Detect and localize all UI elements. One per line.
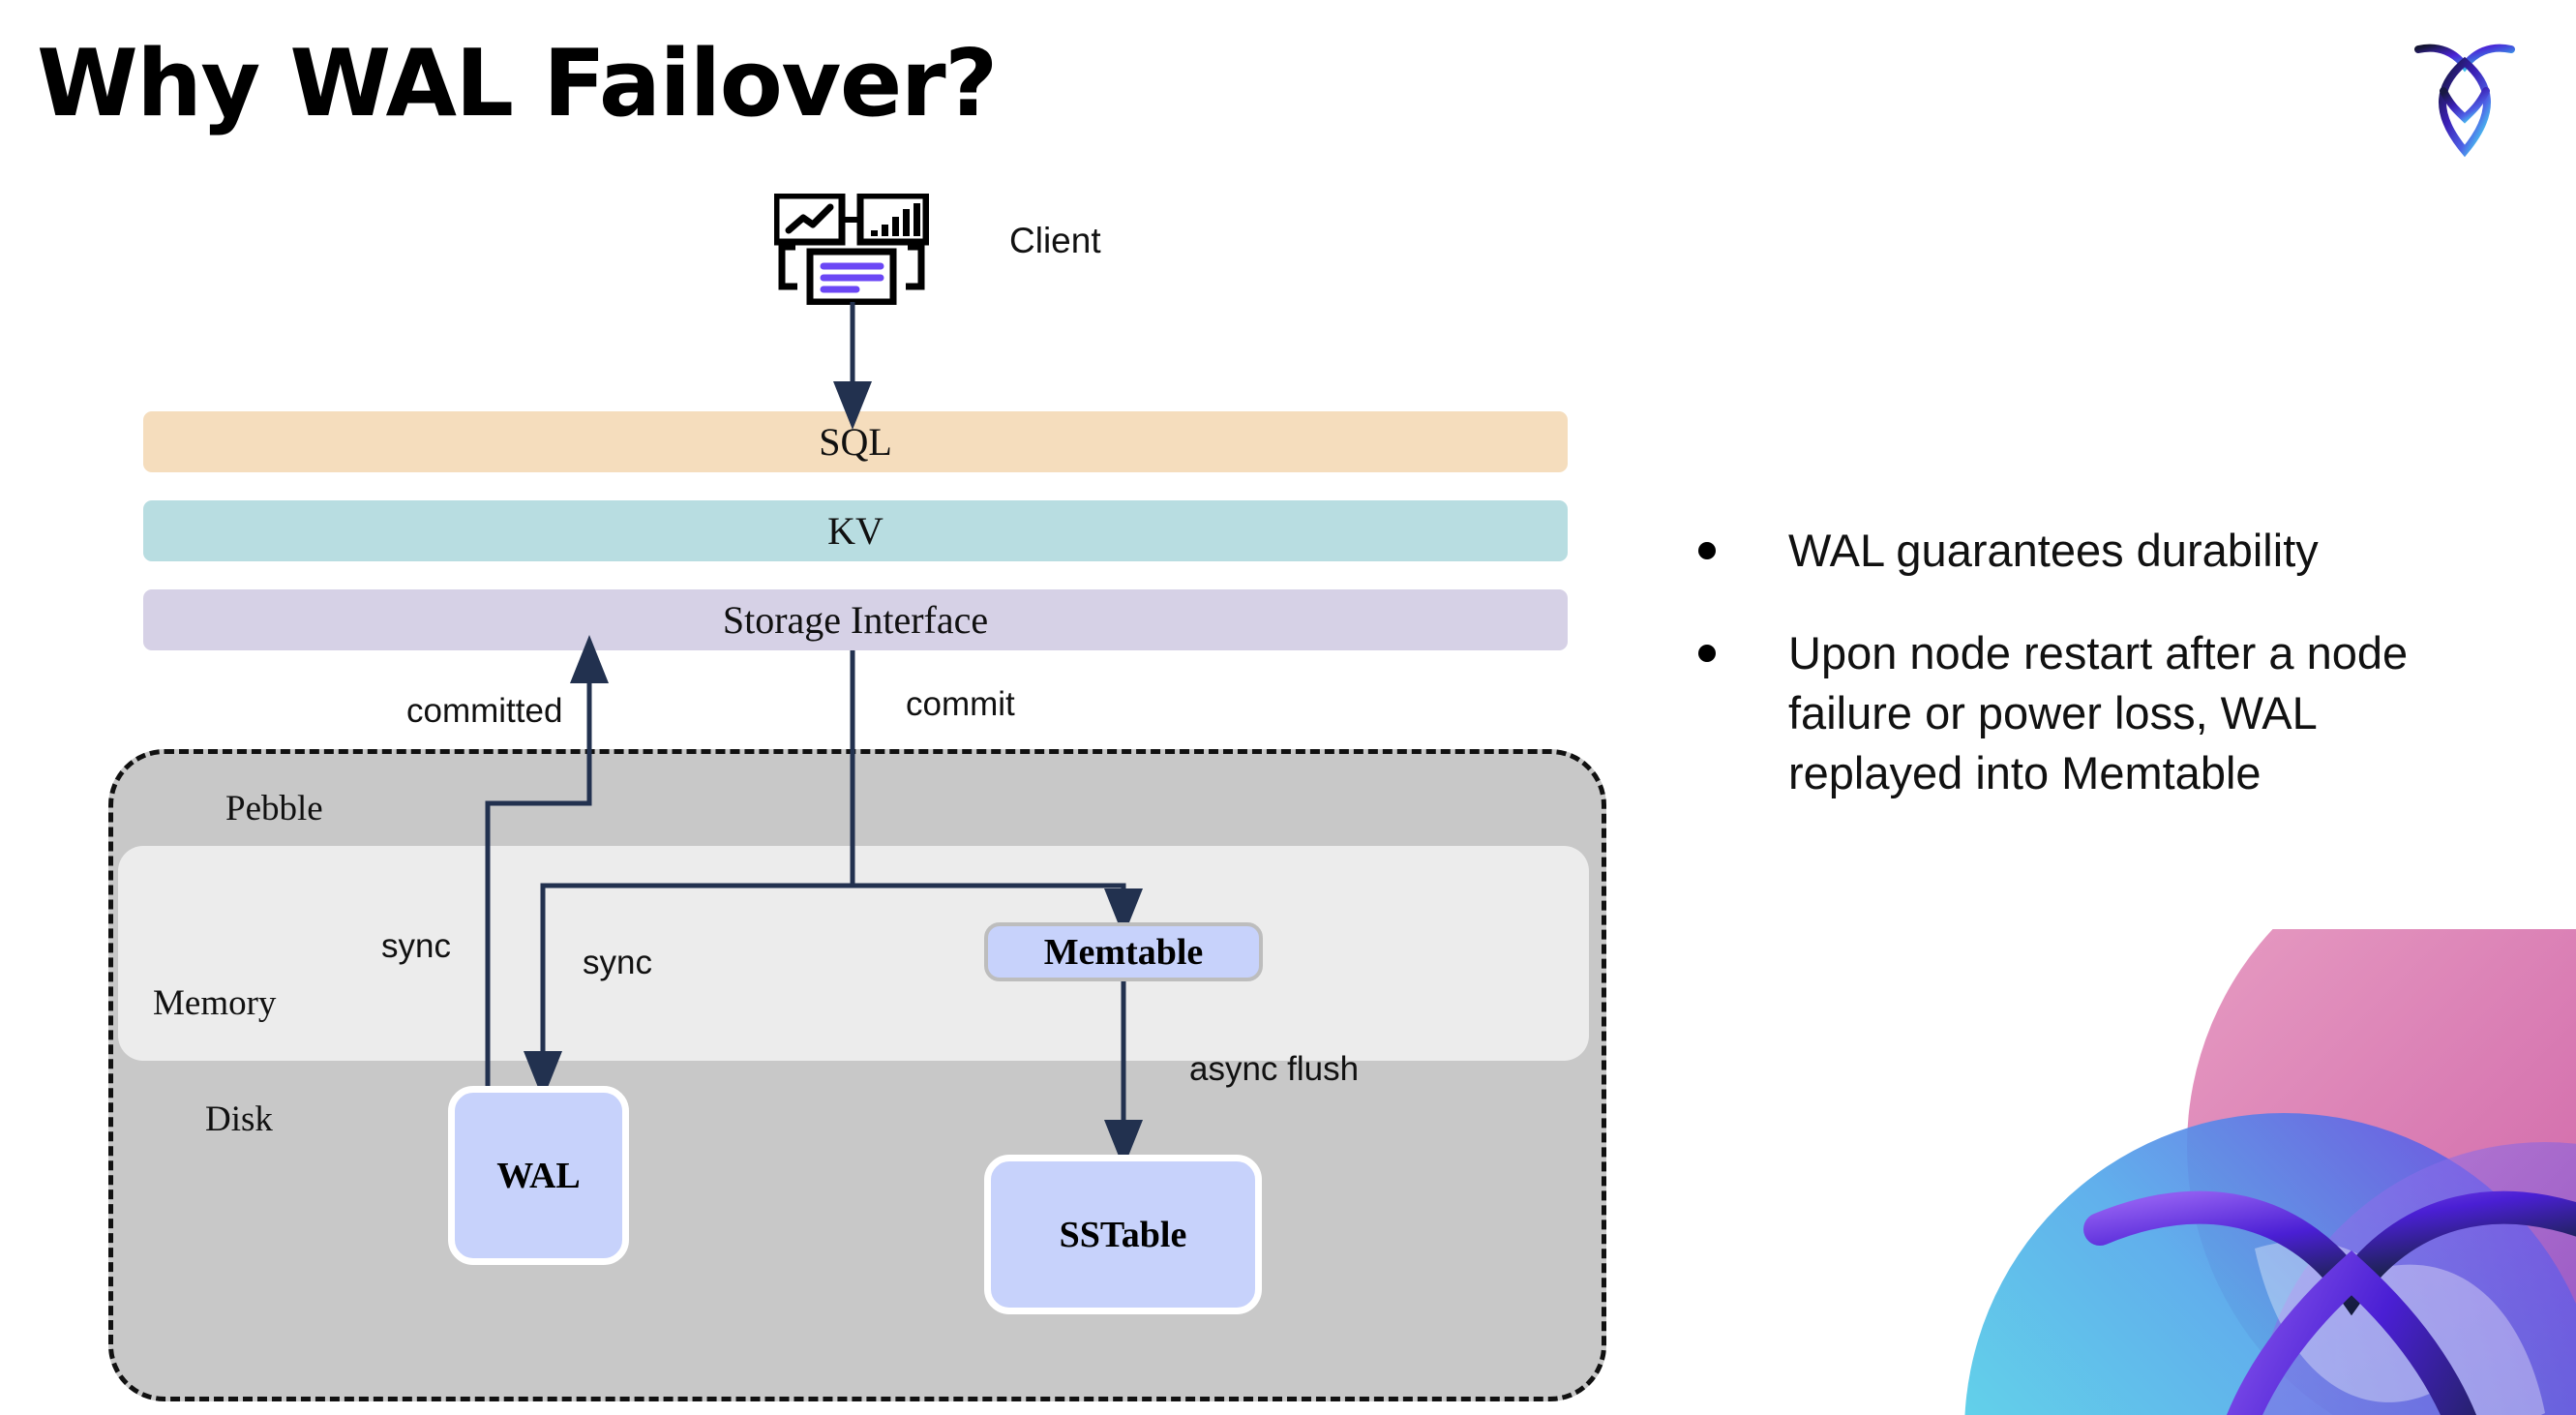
edge-label-async-flush: async flush	[1189, 1050, 1360, 1088]
layer-bar-kv-label: KV	[827, 509, 884, 553]
memory-zone	[118, 846, 1589, 1061]
list-item: Upon node restart after a node failure o…	[1698, 623, 2501, 803]
layer-bar-storage-interface-label: Storage Interface	[722, 598, 989, 642]
edge-label-sync-2: sync	[583, 944, 652, 981]
pebble-label: Pebble	[225, 789, 323, 828]
page-title: Why WAL Failover?	[37, 31, 998, 137]
layer-bar-storage-interface[interactable]: Storage Interface	[143, 589, 1568, 650]
layer-bar-sql[interactable]: SQL	[143, 411, 1568, 472]
cockroach-logo-watermark-icon	[1964, 929, 2576, 1415]
bullet-dot-icon	[1698, 645, 1716, 663]
memtable-label: Memtable	[1043, 931, 1204, 973]
list-item: WAL guarantees durability	[1698, 521, 2501, 581]
sstable-box[interactable]: SSTable	[984, 1155, 1262, 1314]
wal-box[interactable]: WAL	[448, 1086, 629, 1265]
memory-zone-label: Memory	[153, 983, 277, 1023]
cockroach-logo-icon	[2407, 33, 2523, 168]
bullet-text: WAL guarantees durability	[1788, 525, 2319, 576]
layer-bar-sql-label: SQL	[819, 420, 892, 464]
edge-label-sync-1: sync	[381, 927, 451, 965]
bullet-text: Upon node restart after a node failure o…	[1788, 627, 2409, 799]
client-label: Client	[1009, 221, 1101, 260]
client-dashboard-icon	[772, 192, 930, 306]
sstable-label: SSTable	[1059, 1214, 1187, 1255]
bullet-dot-icon	[1698, 542, 1716, 559]
edge-label-commit: commit	[906, 685, 1015, 723]
wal-label: WAL	[496, 1155, 581, 1196]
layer-bar-kv[interactable]: KV	[143, 500, 1568, 561]
edge-label-committed: committed	[406, 692, 563, 730]
disk-zone-label: Disk	[205, 1099, 273, 1139]
memtable-box[interactable]: Memtable	[984, 922, 1263, 981]
bullet-list: WAL guarantees durability Upon node rest…	[1698, 521, 2501, 846]
